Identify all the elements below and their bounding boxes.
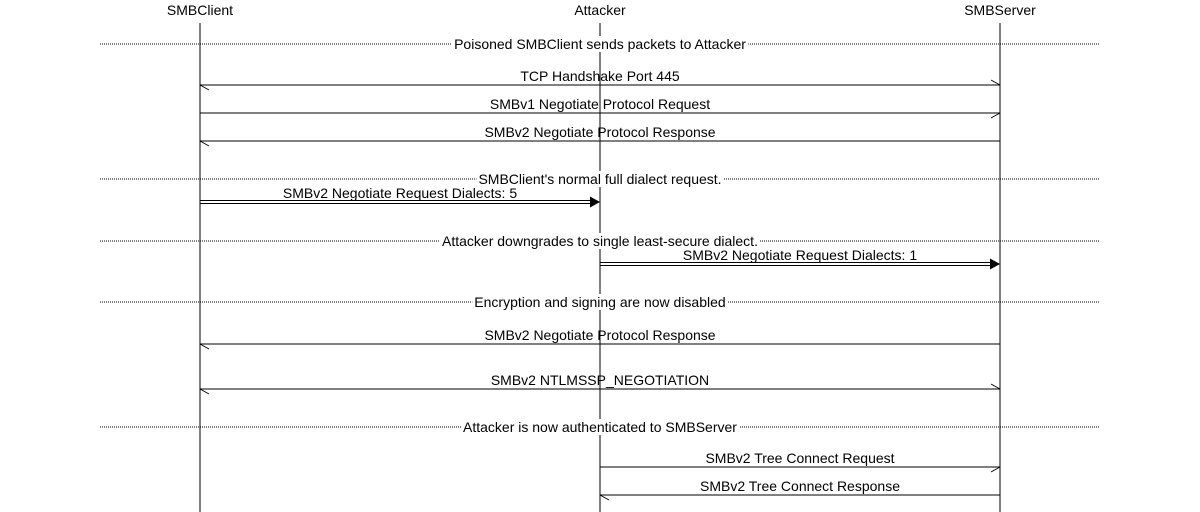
divider-label-background [476, 171, 724, 187]
divider-label: Poisoned SMBClient sends packets to Atta… [454, 36, 746, 52]
arrowhead-open [990, 383, 1001, 390]
message-arrow: SMBv2 Tree Connect Response [599, 478, 1000, 501]
participant-label-client: SMBClient [167, 2, 233, 18]
message-arrow: SMBv2 Negotiate Request Dialects: 5 [200, 185, 600, 208]
arrowhead-open [199, 388, 210, 395]
arrowhead-filled [590, 196, 600, 208]
message-label: SMBv2 Tree Connect Request [705, 450, 894, 466]
arrowhead-open [990, 79, 1001, 86]
divider-label: Encryption and signing are now disabled [474, 294, 725, 310]
divider-label-background [452, 36, 749, 52]
message-arrow: SMBv2 NTLMSSP_NEGOTIATION [199, 372, 1001, 395]
divider-label: Attacker is now authenticated to SMBServ… [463, 419, 737, 435]
message-label: SMBv2 Negotiate Request Dialects: 5 [283, 185, 517, 201]
arrowhead-open [990, 112, 1001, 119]
participant-label-server: SMBServer [964, 2, 1036, 18]
divider-label: Attacker downgrades to single least-secu… [442, 233, 758, 249]
divider-label-background [472, 294, 728, 310]
message-label: SMBv2 Negotiate Request Dialects: 1 [683, 247, 917, 263]
message-label: TCP Handshake Port 445 [520, 68, 679, 84]
participant-label-attacker: Attacker [574, 2, 626, 18]
arrowhead-filled [990, 258, 1000, 270]
arrowhead-open [199, 343, 210, 350]
message-arrow: SMBv1 Negotiate Protocol Request [200, 96, 1001, 119]
section-dividers: Poisoned SMBClient sends packets to Atta… [100, 36, 1100, 435]
divider-label: SMBClient's normal full dialect request. [478, 171, 721, 187]
message-label: SMBv2 Negotiate Protocol Response [484, 327, 715, 343]
message-label: SMBv2 Tree Connect Response [700, 478, 900, 494]
message-arrow: SMBv2 Negotiate Request Dialects: 1 [600, 247, 1000, 270]
message-label: SMBv2 Negotiate Protocol Response [484, 124, 715, 140]
message-label: SMBv1 Negotiate Protocol Request [490, 96, 710, 112]
participant-headers: SMBClient Attacker SMBServer [167, 2, 1036, 18]
divider-label-background [440, 233, 760, 249]
message-arrow: SMBv2 Negotiate Protocol Response [199, 124, 1000, 147]
arrowhead-open [199, 84, 210, 91]
arrowhead-open [990, 466, 1001, 473]
message-arrow: SMBv2 Negotiate Protocol Response [199, 327, 1000, 350]
arrowhead-open [199, 140, 210, 147]
message-arrow: SMBv2 Tree Connect Request [600, 450, 1001, 473]
divider-label-background [461, 419, 740, 435]
message-arrow: TCP Handshake Port 445 [199, 68, 1001, 91]
message-label: SMBv2 NTLMSSP_NEGOTIATION [491, 372, 709, 388]
arrowhead-open [599, 494, 610, 501]
